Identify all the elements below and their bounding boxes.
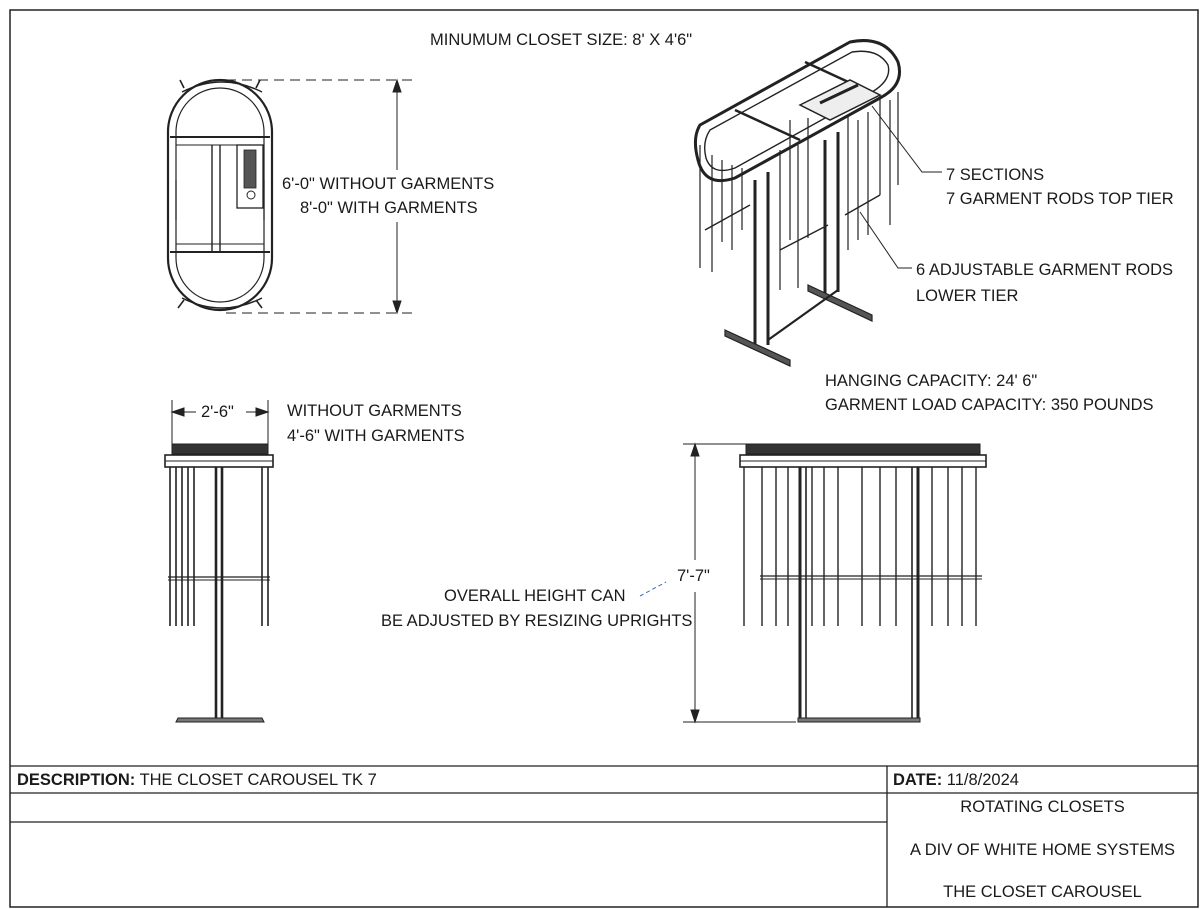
description-label: DESCRIPTION:	[17, 771, 136, 789]
date-field: DATE: 11/8/2024	[893, 769, 1019, 791]
height-note-line1: OVERALL HEIGHT CAN	[444, 587, 626, 605]
description-field: DESCRIPTION: THE CLOSET CAROUSEL TK 7	[17, 769, 377, 791]
side-view-drawing	[164, 443, 274, 723]
isometric-drawing	[693, 39, 901, 367]
description-value: THE CLOSET CAROUSEL TK 7	[139, 771, 377, 789]
hanging-capacity-label: HANGING CAPACITY: 24' 6"	[825, 372, 1038, 390]
iso-leaders	[859, 105, 942, 269]
title-block-grid	[10, 765, 1198, 907]
sheet-border	[9, 9, 1199, 908]
lower-tier-label: LOWER TIER	[916, 287, 1019, 305]
top-view-drawing	[166, 78, 274, 312]
front-view-drawing	[739, 443, 987, 723]
width-dimension	[170, 400, 270, 444]
sections-label: 7 SECTIONS	[946, 166, 1045, 184]
load-capacity-label: GARMENT LOAD CAPACITY: 350 POUNDS	[825, 396, 1154, 414]
company-name: ROTATING CLOSETS	[960, 798, 1125, 816]
height-note-line2: BE ADJUSTED BY RESIZING UPRIGHTS	[381, 612, 693, 630]
depth-label-with: 8'-0" WITH GARMENTS	[300, 199, 478, 217]
product-name: THE CLOSET CAROUSEL	[943, 883, 1142, 901]
date-label: DATE:	[893, 771, 943, 789]
company-division: A DIV OF WHITE HOME SYSTEMS	[910, 841, 1175, 859]
width-dimension-value: 2'-6"	[201, 403, 234, 421]
min-closet-size-note: MINUMUM CLOSET SIZE: 8' X 4'6"	[430, 31, 693, 49]
date-value: 11/8/2024	[946, 771, 1019, 789]
height-dimension-value: 7'-7"	[677, 567, 710, 585]
width-label-without: WITHOUT GARMENTS	[287, 402, 462, 420]
width-label-with: 4'-6" WITH GARMENTS	[287, 427, 465, 445]
top-rods-label: 7 GARMENT RODS TOP TIER	[946, 190, 1174, 208]
depth-dimension	[226, 78, 412, 315]
height-dimension	[639, 442, 796, 724]
adjustable-rods-label: 6 ADJUSTABLE GARMENT RODS	[916, 261, 1174, 279]
depth-label-without: 6'-0" WITHOUT GARMENTS	[282, 175, 495, 193]
